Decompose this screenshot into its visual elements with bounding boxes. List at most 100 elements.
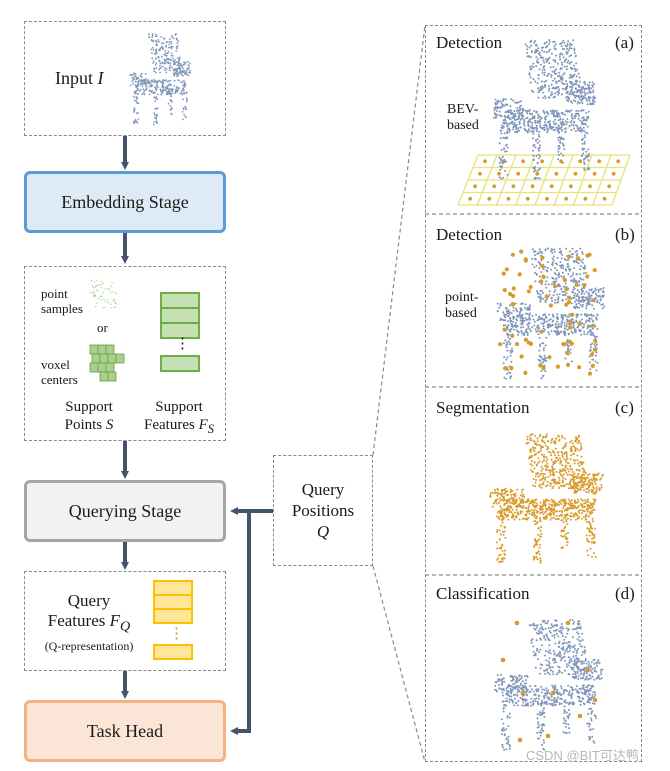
cloud-point — [517, 127, 520, 129]
cloud-point — [573, 287, 576, 290]
cloud-point — [593, 83, 596, 86]
cloud-point — [556, 315, 559, 318]
cloud-point — [545, 41, 548, 44]
cloud-point — [495, 109, 498, 112]
cloud-point — [531, 124, 534, 127]
cloud-point — [569, 85, 571, 88]
cloud-point — [527, 121, 529, 124]
cloud-point — [154, 100, 157, 103]
cloud-point — [523, 124, 526, 127]
point-cloud-a — [492, 39, 597, 180]
cloud-point — [543, 111, 545, 114]
cloud-point — [189, 69, 192, 72]
cloud-point — [554, 128, 557, 131]
cloud-point — [171, 88, 174, 91]
cloud-point — [508, 304, 511, 307]
cloud-point — [560, 67, 563, 70]
cloud-point — [503, 132, 506, 135]
cloud-point — [153, 52, 156, 55]
cloud-point — [154, 35, 157, 38]
query-features-var: F — [109, 611, 120, 630]
cloud-point — [504, 307, 507, 310]
cloud-point — [170, 45, 173, 48]
cloud-point — [494, 98, 497, 101]
cloud-point — [132, 82, 134, 85]
cloud-point — [595, 343, 598, 346]
cloud-point — [515, 109, 518, 112]
support-features-var: F — [198, 417, 208, 433]
cloud-point — [168, 66, 171, 69]
cloud-point — [579, 126, 582, 129]
cloud-point — [546, 267, 549, 269]
cloud-point — [569, 319, 571, 322]
cloud-point — [537, 77, 540, 80]
cloud-point — [544, 301, 547, 304]
cloud-point — [185, 92, 188, 94]
cloud-point — [512, 128, 515, 131]
cloud-point — [573, 52, 576, 54]
cloud-point — [602, 287, 605, 289]
cloud-point — [586, 168, 589, 171]
query-positions-label: Query Positions Q — [291, 480, 355, 541]
cloud-point — [517, 118, 519, 121]
cloud-point — [567, 273, 570, 276]
cloud-point — [554, 61, 557, 63]
cloud-point — [548, 56, 551, 59]
cloud-point — [141, 80, 144, 83]
cloud-point — [530, 50, 533, 53]
cloud-point — [570, 100, 572, 103]
cloud-point — [157, 39, 160, 41]
cloud-point — [555, 109, 558, 112]
cloud-point — [557, 90, 560, 93]
cloud-point — [155, 113, 158, 116]
cloud-point — [171, 92, 174, 95]
cloud-point — [591, 84, 594, 87]
cloud-point — [498, 306, 501, 309]
cloud-point — [554, 262, 557, 265]
cloud-point — [566, 99, 569, 102]
cloud-point — [539, 263, 542, 266]
cloud-point — [559, 42, 562, 45]
cloud-point — [556, 75, 559, 78]
cloud-point — [505, 98, 507, 101]
cloud-point — [573, 73, 576, 76]
cloud-point — [556, 313, 559, 316]
cloud-point — [499, 107, 502, 109]
cloud-point — [565, 323, 568, 326]
cloud-point — [537, 147, 540, 150]
cloud-point — [168, 38, 171, 40]
query-point — [582, 283, 587, 288]
cloud-point — [586, 333, 588, 336]
cloud-point — [180, 64, 183, 67]
cloud-point — [512, 309, 515, 312]
cloud-point — [154, 80, 156, 82]
cloud-point — [547, 324, 550, 327]
cloud-point — [502, 100, 505, 102]
cloud-point — [573, 91, 576, 94]
cloud-point — [580, 278, 583, 281]
cloud-point — [548, 40, 551, 43]
cloud-point — [553, 250, 556, 253]
cloud-point — [503, 136, 505, 139]
cloud-point — [597, 290, 600, 293]
cloud-point — [563, 324, 566, 327]
cloud-point — [593, 100, 596, 103]
cloud-point — [542, 267, 545, 270]
cloud-point — [594, 345, 597, 348]
cloud-point — [168, 40, 171, 43]
cloud-point — [539, 63, 542, 66]
cloud-point — [133, 99, 136, 102]
cloud-point — [569, 66, 572, 69]
cloud-point — [179, 62, 182, 65]
cloud-point — [565, 110, 567, 113]
grid-center-point — [535, 171, 540, 176]
grid-center-point — [616, 159, 621, 164]
cloud-point — [523, 306, 526, 309]
cloud-point — [543, 354, 546, 357]
cloud-point — [555, 114, 558, 117]
cloud-point — [564, 44, 567, 47]
cloud-point — [572, 84, 575, 87]
cloud-point — [581, 261, 584, 264]
cloud-point — [578, 328, 581, 331]
cloud-point — [159, 88, 162, 91]
